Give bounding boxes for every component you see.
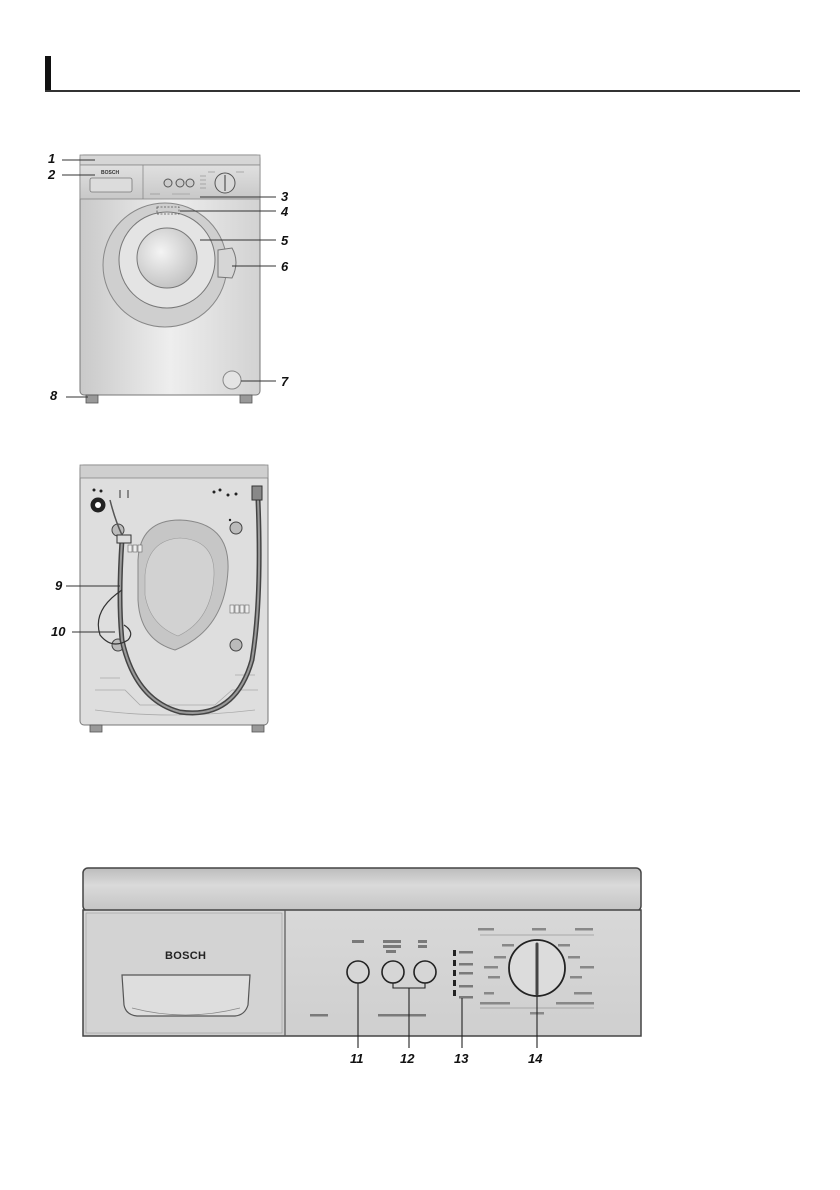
pump-cover: [223, 371, 241, 389]
callout-5: 5: [281, 234, 288, 248]
callout-2: 2: [48, 168, 55, 182]
callout-11: 11: [350, 1052, 364, 1066]
rear-top-strip: [80, 465, 268, 478]
door-glass: [137, 228, 197, 288]
callout-8: 8: [50, 389, 57, 403]
rear-foot-left: [90, 725, 102, 732]
rear-bolt-5: [230, 639, 242, 651]
front-button-1: [164, 179, 172, 187]
callout-12: 12: [400, 1052, 414, 1066]
callout-14: 14: [528, 1052, 542, 1066]
button-11: [347, 961, 369, 983]
callout-10: 10: [51, 625, 65, 639]
callout-9: 9: [55, 579, 62, 593]
callout-13: 13: [454, 1052, 468, 1066]
button-12a: [382, 961, 404, 983]
detergent-drawer: [90, 178, 132, 192]
panel-brand-label: BOSCH: [165, 950, 206, 962]
foot-right: [240, 395, 252, 403]
callout-4: 4: [281, 205, 288, 219]
worktop: [80, 155, 260, 165]
foot-left: [86, 395, 98, 403]
callout-1: 1: [48, 152, 55, 166]
rear-foot-right: [252, 725, 264, 732]
callout-6: 6: [281, 260, 288, 274]
front-brand-label: BOSCH: [101, 170, 119, 176]
front-button-3: [186, 179, 194, 187]
callout-7: 7: [281, 375, 288, 389]
inlet-connector: [252, 486, 262, 500]
button-12b: [414, 961, 436, 983]
callout-3: 3: [281, 190, 288, 204]
control-panel-top: [83, 868, 641, 911]
front-button-2: [176, 179, 184, 187]
rear-bolt-3: [230, 522, 242, 534]
door-handle: [218, 248, 236, 278]
